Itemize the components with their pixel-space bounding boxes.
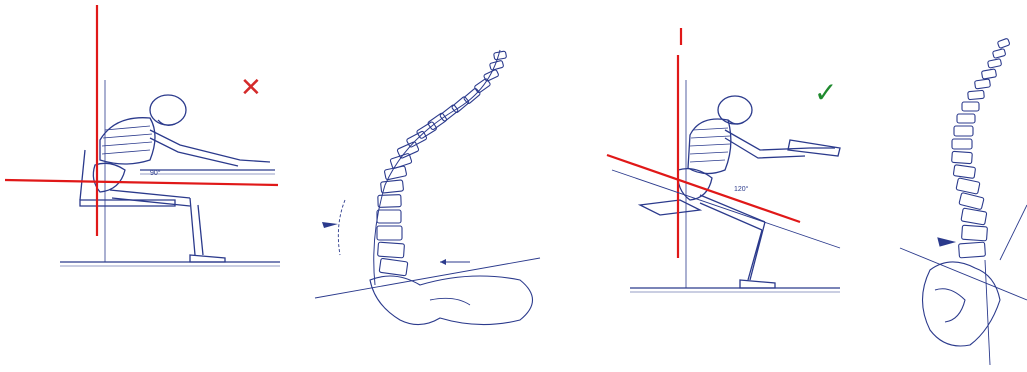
correct-check-mark-icon: ✓ — [814, 76, 837, 109]
spine-side-view-2 — [900, 38, 1027, 365]
seat-recline-reference-line — [612, 170, 840, 248]
incorrect-posture-figure — [60, 80, 280, 266]
incorrect-x-mark-icon: ✕ — [240, 73, 262, 103]
spine-side-view-1 — [315, 50, 540, 325]
knee-hip-angle-label-correct: 120° — [734, 186, 748, 193]
knee-hip-angle-label-incorrect: 90° — [150, 170, 161, 177]
correct-guide-lines — [607, 28, 800, 258]
